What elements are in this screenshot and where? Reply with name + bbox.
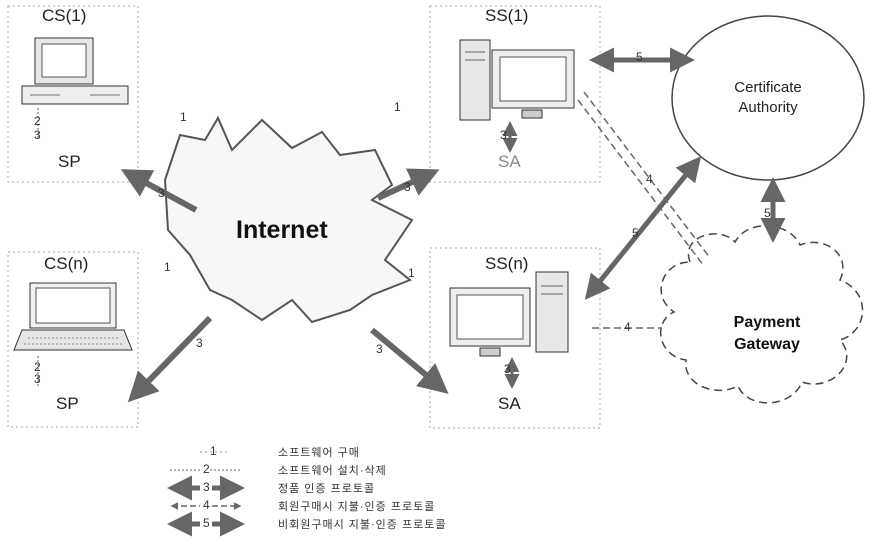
edge-4-ss1-pg: 4: [646, 172, 653, 186]
csn-label: CS(n): [44, 254, 88, 274]
edge-5-ca-ssn: 5: [632, 226, 639, 240]
edge-2-cs1: 2: [34, 114, 41, 128]
arrow-3-csn: [132, 318, 210, 398]
legend-num-1: 1: [210, 444, 217, 458]
edge-5-ss1-ca: 5: [636, 50, 643, 64]
legend-num-4: 4: [203, 498, 210, 512]
edge-1-ss1: 1: [394, 100, 401, 114]
edge-3-csn: 3: [196, 336, 203, 350]
laptop-icon: [14, 283, 132, 350]
ss1-sa-label: SA: [498, 152, 521, 172]
edge-3-ss1: 3: [404, 180, 411, 194]
payment-gateway-label: Payment Gateway: [712, 312, 822, 356]
ssn-label: SS(n): [485, 254, 528, 274]
cs1-label: CS(1): [42, 6, 86, 26]
legend-num-2: 2: [203, 462, 210, 476]
ca-line-1: Certificate: [720, 78, 816, 98]
edge-1-ssn: 1: [408, 266, 415, 280]
edge-3-csn-local: 3: [34, 372, 41, 386]
server-computer-icon: [460, 40, 574, 120]
certificate-authority-label: Certificate Authority: [720, 78, 816, 118]
desktop-computer-icon: [22, 38, 128, 104]
csn-sp-label: SP: [56, 394, 79, 414]
ca-line-2: Authority: [720, 98, 816, 118]
pg-line-1: Payment: [712, 312, 822, 334]
edge-3-ssn-sa: 3: [504, 362, 511, 376]
edge-3-ssn: 3: [376, 342, 383, 356]
cs1-sp-label: SP: [58, 152, 81, 172]
edge-1-cs1: 1: [180, 110, 187, 124]
legend-text-4: 회원구매시 지불·인증 프로토콜: [278, 498, 435, 514]
pg-line-2: Gateway: [712, 334, 822, 356]
internet-label: Internet: [236, 216, 328, 245]
legend-text-2: 소프트웨어 설치·삭제: [278, 462, 387, 478]
edge-4-ssn-pg: 4: [624, 320, 631, 334]
edge-3-cs1: 3: [158, 186, 165, 200]
ssn-sa-label: SA: [498, 394, 521, 414]
edge-5-ca-pg: 5: [764, 206, 771, 220]
edge-3-ss1-sa: 3: [500, 128, 507, 142]
edge-1-csn: 1: [164, 260, 171, 274]
arrow-3-ssn: [372, 330, 444, 390]
legend-num-5: 5: [203, 516, 210, 530]
legend-text-1: 소프트웨어 구매: [278, 444, 360, 460]
edge-3-cs1-local: 3: [34, 128, 41, 142]
legend-num-3: 3: [203, 480, 210, 494]
legend-text-5: 비회원구매시 지불·인증 프로토콜: [278, 516, 446, 532]
server-computer-icon-2: [450, 272, 568, 356]
ss1-label: SS(1): [485, 6, 528, 26]
legend-text-3: 정품 인증 프로토콜: [278, 480, 375, 496]
